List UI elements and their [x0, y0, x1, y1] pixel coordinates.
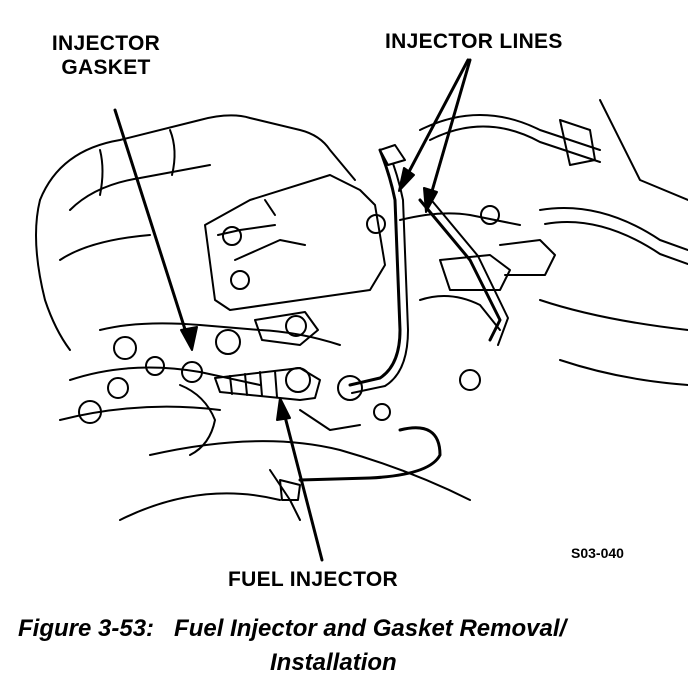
- engine-illustration: [35, 58, 688, 562]
- caption-line-1: Figure 3-53: Fuel Injector and Gasket Re…: [18, 612, 566, 646]
- label-injector-gasket-line2: GASKET: [61, 56, 151, 80]
- fuel-return-hose: [298, 426, 442, 482]
- lines-arrow-2: [426, 58, 472, 207]
- caption-title: Fuel Injector and Gasket Removal/: [174, 615, 567, 642]
- bracket-plate: [204, 174, 386, 311]
- label-injector-lines: INJECTOR LINES: [385, 30, 563, 53]
- injector-arrow: [280, 403, 324, 562]
- label-injector-gasket-line1: INJECTOR: [51, 32, 161, 55]
- injector-line-2: [418, 198, 502, 342]
- gasket-arrow: [113, 108, 192, 347]
- figure-code: S03-040: [571, 545, 624, 561]
- caption-line-2: Installation: [270, 649, 397, 676]
- lines-arrow-1: [400, 58, 470, 187]
- injector-line-1: [348, 148, 402, 387]
- caption-number: Figure 3-53:: [18, 615, 155, 642]
- label-injector-gasket: INJECTOR GASKET: [46, 32, 166, 80]
- valve-cover: [39, 114, 356, 201]
- label-fuel-injector: FUEL INJECTOR: [228, 568, 398, 591]
